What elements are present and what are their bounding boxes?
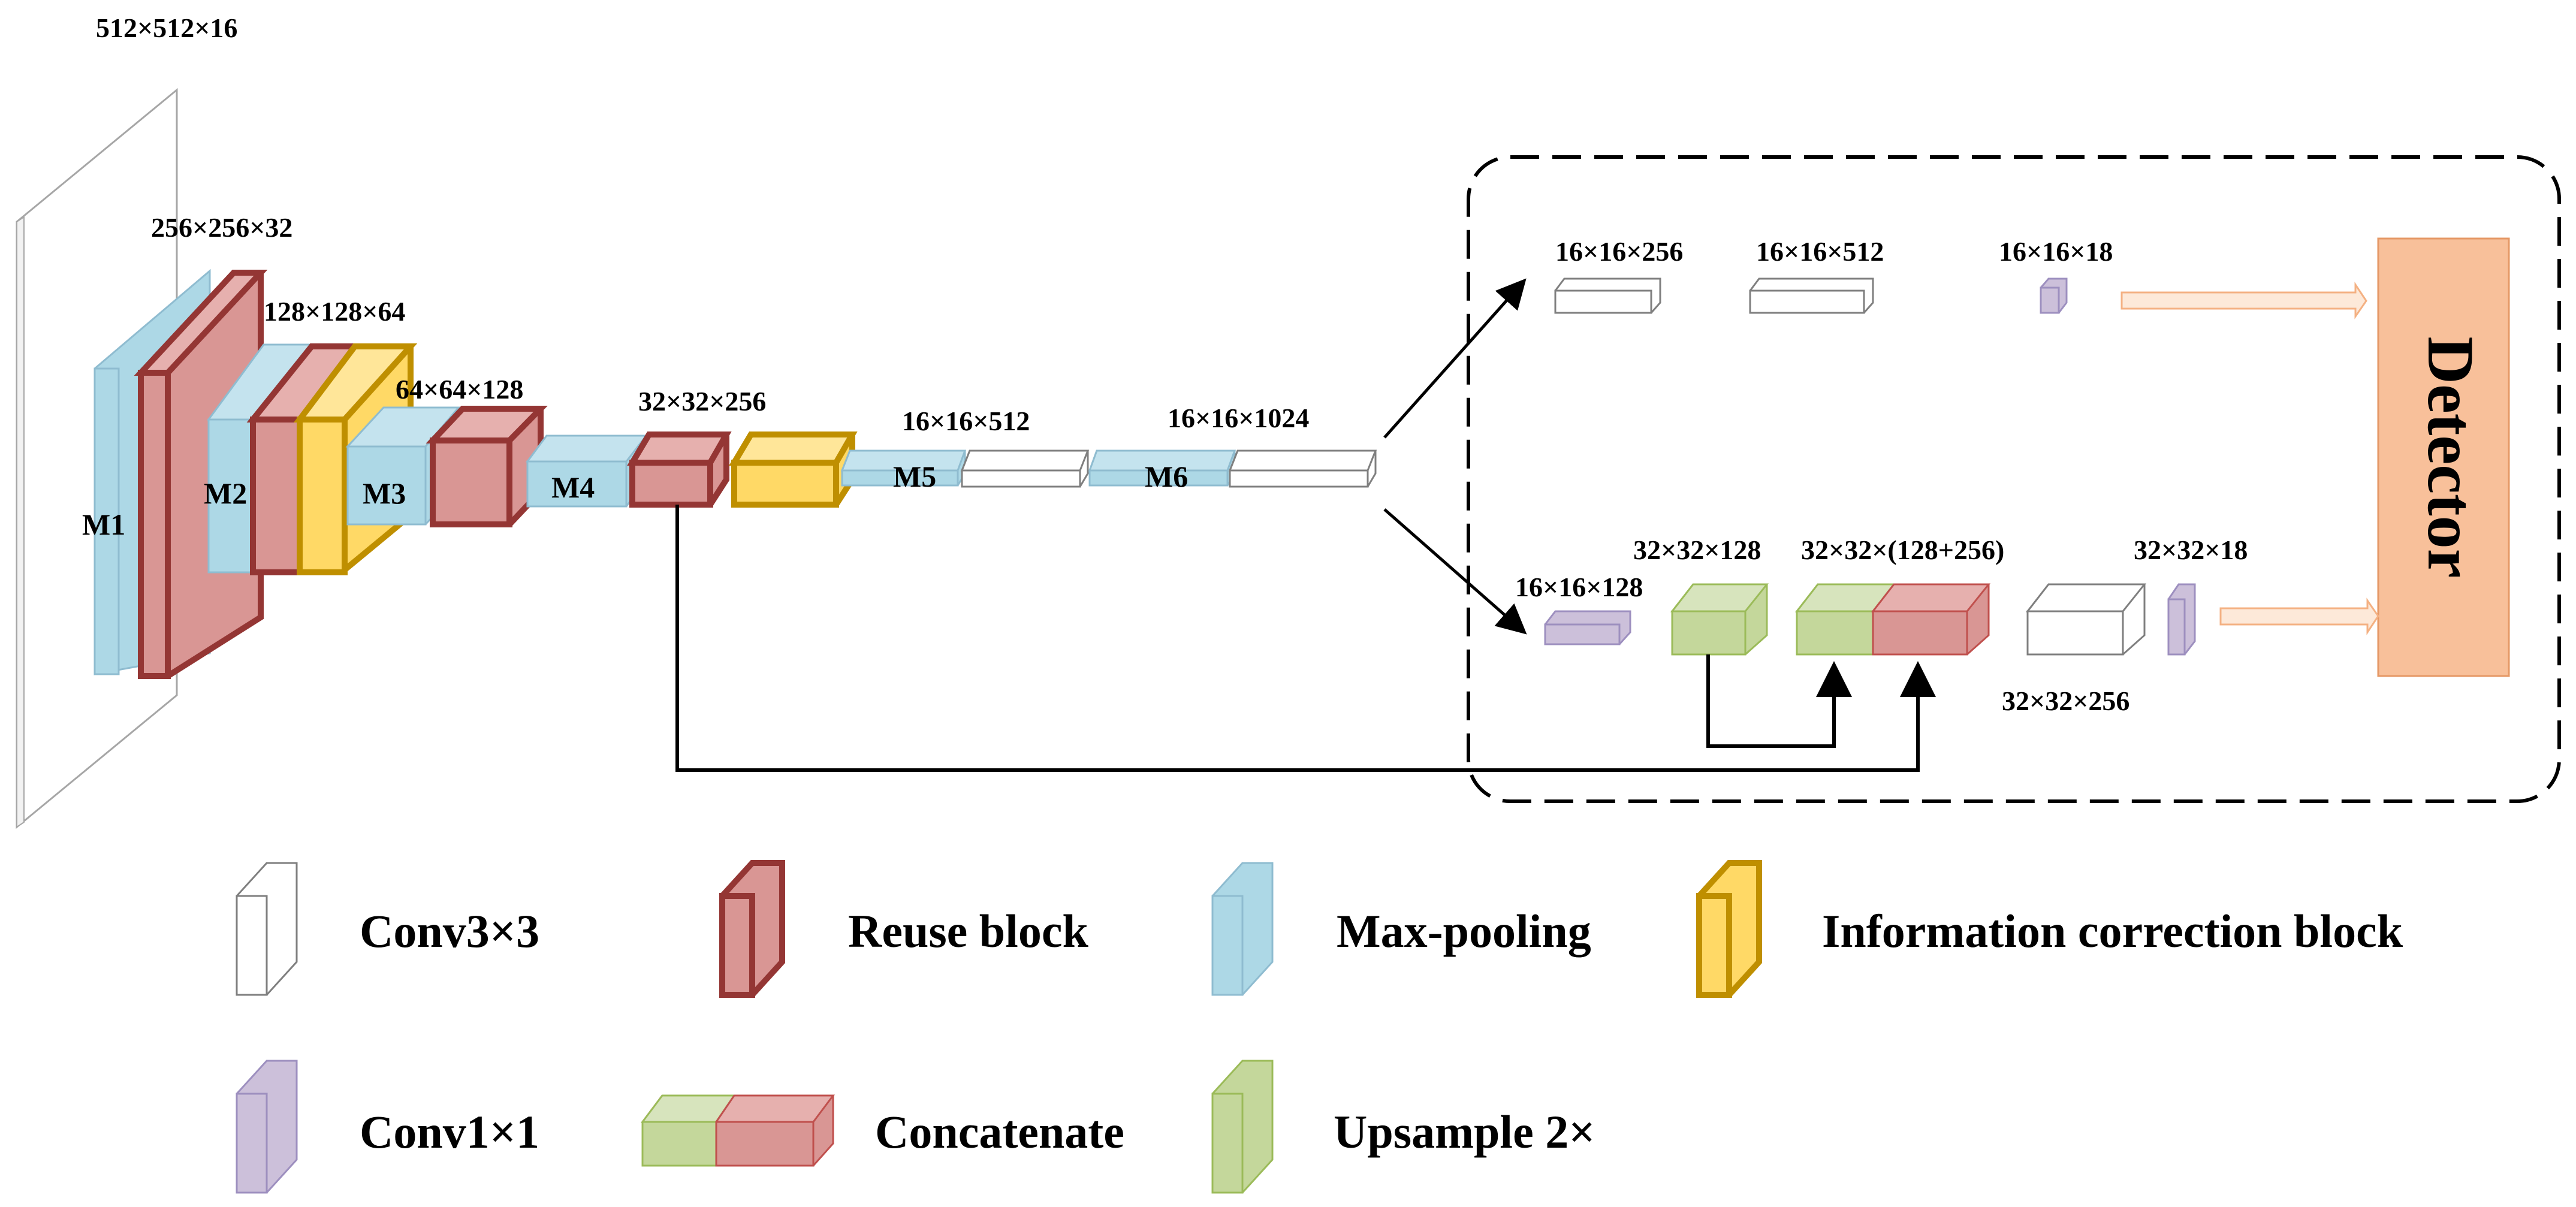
bottom-conv3-block	[2025, 583, 2147, 656]
legend-conv1-label: Conv1×1	[360, 1106, 539, 1158]
legend-reuse-swatch	[719, 860, 785, 998]
top-dim-label-a: 16×16×256	[1555, 236, 1683, 267]
m4-label: M4	[551, 470, 595, 504]
legend-conv3-swatch	[236, 862, 298, 996]
legend-maxpool-label: Max-pooling	[1337, 905, 1591, 957]
m1-label: M1	[82, 508, 125, 541]
legend-concat-swatch	[641, 1094, 835, 1167]
legend-upsample-label: Upsample 2×	[1334, 1106, 1595, 1158]
reuse-block-4	[627, 431, 732, 508]
m3-label: M3	[363, 476, 406, 510]
m5-label: M5	[893, 460, 936, 493]
legend-info-swatch	[1696, 860, 1762, 998]
m6-conv-block	[1228, 449, 1377, 488]
bottom-dim-label-e: 32×32×18	[2134, 535, 2248, 565]
legend-reuse-label: Reuse block	[848, 905, 1088, 957]
reuse-block-3	[426, 406, 548, 527]
bottom-conv1-small-block	[2167, 583, 2196, 656]
top-dim-label-b: 16×16×512	[1756, 236, 1884, 267]
branch-arrow-down	[1383, 508, 1527, 635]
bottom-dim-label-b: 32×32×128	[1633, 535, 1761, 565]
m2-label: M2	[204, 476, 247, 510]
bottom-concat-block	[1794, 583, 1991, 656]
bottom-conv1-block	[1544, 610, 1631, 645]
m5-out-dim-label: 16×16×512	[902, 406, 1030, 436]
branch-arrow-up	[1383, 278, 1527, 439]
legend-concat-label: Concatenate	[875, 1106, 1124, 1158]
legend-upsample-swatch	[1211, 1060, 1274, 1194]
m6-out-dim-label: 16×16×1024	[1168, 403, 1309, 433]
bottom-output-arrow	[2219, 598, 2379, 635]
top-conv3-block-2	[1749, 277, 1874, 314]
reuse-block-1	[134, 270, 268, 679]
m6-label: M6	[1145, 460, 1188, 493]
bottom-dim-label-d: 32×32×256	[2002, 686, 2129, 716]
detector-label: Detector	[2414, 337, 2487, 578]
long-skip-connection	[675, 505, 1936, 772]
m3-out-dim-label: 64×64×128	[396, 374, 523, 405]
top-output-arrow	[2120, 282, 2367, 319]
legend-info-label: Information correction block	[1822, 905, 2403, 957]
m1-out-dim-label: 256×256×32	[151, 212, 292, 243]
m4-maxpool-block	[526, 434, 648, 508]
m2-out-dim-label: 128×128×64	[264, 296, 405, 327]
bottom-upsample-block	[1670, 583, 1769, 656]
input-dim-label: 512×512×16	[96, 13, 237, 43]
bottom-dim-label-a: 16×16×128	[1515, 572, 1643, 602]
top-conv1-block	[2040, 277, 2068, 314]
m5-maxpool-block	[840, 449, 967, 487]
legend-conv1-swatch	[236, 1060, 298, 1194]
m4-out-dim-label: 32×32×256	[638, 386, 766, 417]
info-correction-block-2	[729, 431, 858, 508]
top-dim-label-c: 16×16×18	[1999, 236, 2113, 267]
legend-maxpool-swatch	[1211, 862, 1274, 996]
detector-box	[2377, 237, 2510, 677]
legend-conv3-label: Conv3×3	[360, 905, 539, 957]
bottom-dim-label-c: 32×32×(128+256)	[1801, 535, 2004, 565]
upsample-skip-connection	[1706, 654, 1852, 748]
detection-head-region	[1467, 155, 2561, 803]
m6-maxpool-block	[1088, 449, 1236, 487]
m5-conv-block	[960, 449, 1090, 488]
top-conv3-block-1	[1554, 277, 1661, 314]
